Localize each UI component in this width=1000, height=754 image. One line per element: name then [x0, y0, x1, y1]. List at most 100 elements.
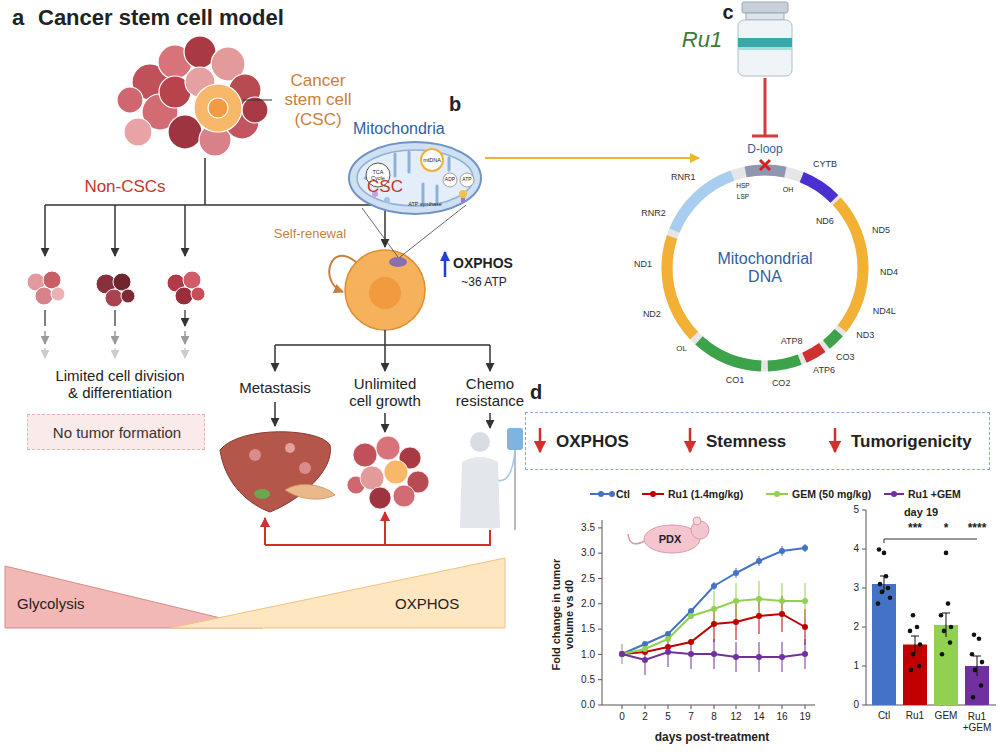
liver-illustration: [285, 443, 295, 453]
bar-chart: [918, 642, 923, 647]
outcome-label: Chemo resistance: [448, 375, 532, 410]
bar-chart: [876, 601, 881, 606]
bar-chart: [908, 629, 913, 634]
line-chart-axes: [602, 520, 815, 705]
oxphos-gradient-shape: [170, 558, 505, 628]
node-text: Mitochondria: [353, 120, 445, 138]
legend-samples: [598, 491, 604, 497]
bar-chart: [880, 590, 885, 595]
bar-chart: [888, 596, 893, 601]
legend-text: Ctl: [616, 488, 630, 500]
oxphos-gradient-shape: [170, 558, 505, 628]
mtdna-circle: Mitochondrial DNA: [655, 158, 875, 378]
organelle-part: ATP synthase: [408, 201, 442, 207]
liver-illustration: [285, 485, 335, 500]
outcome-label: Limited cell division & differentiation: [52, 367, 188, 402]
bar-chart: [882, 551, 887, 556]
bar-chart: [884, 539, 977, 543]
panel-letter: d: [530, 381, 542, 404]
gene-label: ND3: [856, 330, 874, 340]
down-arrows: [539, 428, 542, 452]
tick-label: 3.0: [581, 547, 595, 559]
callout-label: Cancer stem cell (CSC): [276, 71, 361, 130]
tumor-illustration: [360, 466, 384, 490]
leader-line: [243, 100, 272, 101]
bar-chart: [979, 683, 984, 688]
bar-chart: [948, 640, 953, 645]
line-chart-axes: [622, 705, 805, 709]
mtdna-circle-shape: [667, 170, 863, 366]
bar-chart: [872, 584, 896, 705]
tick-label: 1.0: [581, 649, 595, 661]
tick-label: 4: [853, 543, 859, 555]
outcome-label: Unlimited cell growth: [343, 375, 427, 410]
tumor-cluster: [124, 118, 152, 146]
bar-chart: [886, 586, 891, 591]
feedback-bracket: [264, 518, 266, 545]
gene-label: ND4L: [873, 306, 896, 316]
pathway-label: OXPHOS: [453, 255, 513, 271]
feedback-bracket: [265, 530, 490, 545]
bar-chart: [944, 551, 949, 556]
mtdna-circle-shape: [667, 170, 863, 366]
drug-vial: [738, 2, 792, 76]
bar-chart: [862, 510, 996, 705]
organelle-part: mtDNA: [423, 157, 441, 163]
tumor-illustration: [384, 460, 408, 484]
panel-letter: c: [722, 1, 733, 24]
tick-label: 0: [619, 711, 625, 723]
tumor-cluster: [242, 97, 268, 123]
origin-label: OL: [676, 344, 687, 353]
fading-arrows: [45, 310, 185, 358]
down-arrows: [834, 428, 837, 452]
tick-label: 2: [642, 711, 648, 723]
self-renewal-arrow: [329, 256, 356, 292]
line-chart-axes: [598, 520, 815, 709]
tick-label: 0.5: [581, 674, 595, 686]
bar-chart: [877, 547, 882, 552]
gene-label: ND2: [643, 309, 661, 319]
process-label: Self-renewal: [274, 227, 346, 242]
non-csc-cells: [183, 271, 201, 289]
tick-label: 3.5: [581, 522, 595, 534]
mtdna-circle-shape: [667, 170, 863, 366]
organelle-part: ATP: [462, 177, 471, 183]
gene-label: ND5: [872, 225, 890, 235]
non-csc-cells: [121, 289, 135, 303]
effects-box: OXPHOSStemnessTumorigenicity: [525, 412, 990, 470]
promoter-label: LSP: [737, 193, 749, 200]
tumor-illustration: [393, 485, 415, 507]
patient-illustration: [496, 450, 515, 481]
tick-label: 5: [853, 504, 859, 516]
bar-chart: [946, 601, 951, 606]
gene-label: ATP8: [781, 336, 803, 346]
tick-label: 1.5: [581, 623, 595, 635]
lineage-tree: [114, 205, 116, 256]
model-label: PDX: [659, 533, 682, 546]
tick-label: 8: [711, 711, 717, 723]
mitochondrion-shape: [421, 149, 443, 171]
lineage-tree: [184, 205, 186, 256]
data-series: [622, 548, 805, 660]
data-series: [622, 599, 805, 654]
bar-chart: [903, 645, 927, 706]
fate-tree: [274, 402, 276, 426]
drug-vial: [738, 47, 792, 50]
drug-vial: [746, 13, 784, 20]
liver-illustration: [220, 432, 335, 512]
mitochondrion-shape: [384, 197, 390, 203]
tick-label: 14: [753, 711, 764, 723]
bar-chart: [970, 652, 975, 657]
feedback-bracket: [384, 512, 386, 545]
tick-label: 16: [776, 711, 787, 723]
gene-label: CO1: [726, 375, 745, 385]
lineage-tree: [45, 158, 385, 256]
bar-chart: [884, 574, 889, 579]
mitochondrion-shape: [443, 173, 457, 187]
non-csc-cells: [191, 287, 205, 301]
category-label: GEM: [935, 710, 958, 722]
error-bars: [622, 544, 805, 675]
bar-chart: [939, 613, 944, 618]
patient-illustration: [507, 428, 523, 450]
